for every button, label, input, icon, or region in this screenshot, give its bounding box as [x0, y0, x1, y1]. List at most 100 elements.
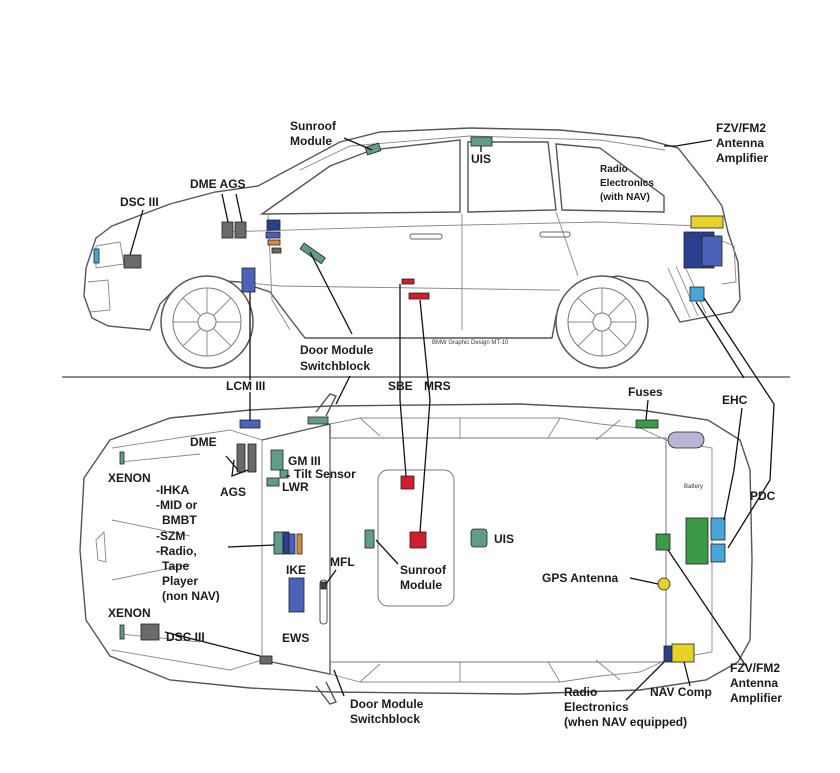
label-list-player: Player: [162, 574, 198, 588]
door-switchblock-side: [299, 242, 326, 265]
label-mrs: MRS: [424, 379, 451, 393]
side-view-components: [93, 136, 724, 302]
ags-top: [247, 443, 257, 473]
ihka-stack-d: [296, 533, 303, 555]
label-lwr: LWR: [282, 480, 309, 494]
uis-side: [470, 136, 493, 147]
lwr-top: [266, 477, 280, 487]
label-fzv-top-l1: FZV/FM2: [730, 661, 780, 675]
label-fzv-l3: Amplifier: [716, 151, 768, 165]
tilt-sensor-top: [279, 469, 289, 479]
headlight-side: [93, 248, 100, 264]
label-ews: EWS: [282, 631, 309, 645]
label-lcm-iii: LCM III: [226, 379, 265, 393]
sunroof-module-side: [364, 142, 382, 156]
label-dme-top: DME: [190, 435, 217, 449]
label-list-mid: -MID or: [156, 498, 198, 512]
label-fzv-l1: FZV/FM2: [716, 121, 766, 135]
label-uis-top: UIS: [494, 532, 514, 546]
dme-top: [236, 443, 246, 473]
ike-top: [288, 577, 305, 613]
mrs-top: [409, 531, 427, 549]
label-list-non-nav: (non NAV): [162, 589, 220, 603]
orange-module-side: [267, 239, 281, 246]
mfl-switch: [320, 581, 327, 590]
fzv-antenna-top: [655, 533, 671, 551]
fuses-top: [635, 419, 659, 429]
label-battery: Battery: [684, 484, 703, 490]
label-radio-side-l2: Electronics: [600, 178, 654, 189]
mfl-top: [319, 579, 328, 625]
label-xenon-rear: XENON: [108, 606, 151, 620]
radio-electronics-side-b: [701, 235, 723, 267]
label-radio-side-l3: (with NAV): [600, 192, 650, 203]
label-radio-top-l3: (when NAV equipped): [564, 715, 687, 729]
sunroof-module-top: [364, 529, 375, 549]
small-module-side: [271, 247, 282, 254]
side-view-watermark: BMW Graphic Design MT-10: [432, 340, 509, 346]
top-view-components: [119, 416, 726, 665]
label-ehc: EHC: [722, 393, 748, 407]
ehc-top: [667, 431, 705, 449]
fzv-antenna-side: [690, 215, 724, 229]
label-sunroof-module-l1: Sunroof: [290, 119, 337, 133]
mrs-side: [408, 292, 430, 300]
label-dsc-iii-side: DSC III: [120, 195, 159, 209]
label-ags-top: AGS: [220, 485, 246, 499]
label-door-switchblock-top-l2: Switchblock: [350, 712, 420, 726]
label-gm-iii: GM III: [288, 454, 321, 468]
label-sbe: SBE: [388, 379, 413, 393]
dsc-iii-top: [140, 623, 160, 641]
sbe-top: [400, 475, 415, 490]
label-door-switchblock-top-l1: Door Module: [350, 697, 424, 711]
label-radio-side-l1: Radio: [600, 164, 628, 175]
label-list-bmbt: BMBT: [162, 513, 197, 527]
label-fzv-top-l2: Antenna: [730, 676, 778, 690]
ags-side: [234, 221, 247, 239]
label-list-radio: -Radio,: [156, 544, 197, 558]
label-radio-top-l2: Electronics: [564, 700, 629, 714]
label-ike: IKE: [286, 563, 306, 577]
ihka-stack-c: [288, 533, 296, 555]
gm-iii-top: [270, 449, 284, 471]
label-tilt-sensor: Tilt Sensor: [294, 467, 356, 481]
sbe-side: [401, 278, 415, 285]
xenon-front-top: [119, 451, 125, 465]
label-fzv-l2: Antenna: [716, 136, 764, 150]
door-switchblock-top: [307, 416, 329, 425]
label-uis-side: UIS: [471, 152, 491, 166]
pdc-side: [689, 286, 705, 302]
nav-comp-top: [671, 643, 695, 663]
label-door-switchblock-l2: Switchblock: [300, 359, 370, 373]
label-mfl: MFL: [330, 555, 355, 569]
mid-labels: Door Module Switchblock LCM III SBE MRS …: [226, 343, 776, 503]
label-fzv-top-l3: Amplifier: [730, 691, 782, 705]
uis-top: [470, 528, 488, 548]
pdc-top-a: [710, 517, 726, 541]
lcm-side: [241, 267, 256, 293]
label-list-tape: Tape: [162, 559, 189, 573]
label-dsc-iii-top: DSC III: [166, 630, 205, 644]
label-list-ihka: -IHKA: [156, 483, 190, 497]
lcm-top: [239, 419, 261, 429]
label-dme-ags-side: DME AGS: [190, 177, 246, 191]
ihka-stack-b: [282, 531, 290, 555]
label-radio-top-l1: Radio: [564, 685, 597, 699]
radio-stack-side: [265, 231, 281, 239]
label-xenon-front: XENON: [108, 471, 151, 485]
label-list-szm: -SZM: [156, 529, 185, 543]
ews-top: [259, 655, 273, 665]
label-fuses: Fuses: [628, 385, 663, 399]
pdc-top-b: [710, 543, 726, 563]
top-view-labels: DME AGS GM III Tilt Sensor LWR XENON -IH…: [108, 435, 782, 729]
label-nav-comp: NAV Comp: [650, 685, 712, 699]
side-view-labels: Sunroof Module UIS FZV/FM2 Antenna Ampli…: [120, 119, 768, 209]
leader-lines: [129, 137, 775, 701]
label-sunroof-module-l2: Module: [290, 134, 332, 148]
battery-top: [685, 517, 709, 565]
dme-side: [221, 221, 234, 239]
gps-antenna-top: [657, 577, 671, 591]
ihka-stack-a: [273, 531, 284, 555]
xenon-rear-top: [119, 624, 125, 640]
